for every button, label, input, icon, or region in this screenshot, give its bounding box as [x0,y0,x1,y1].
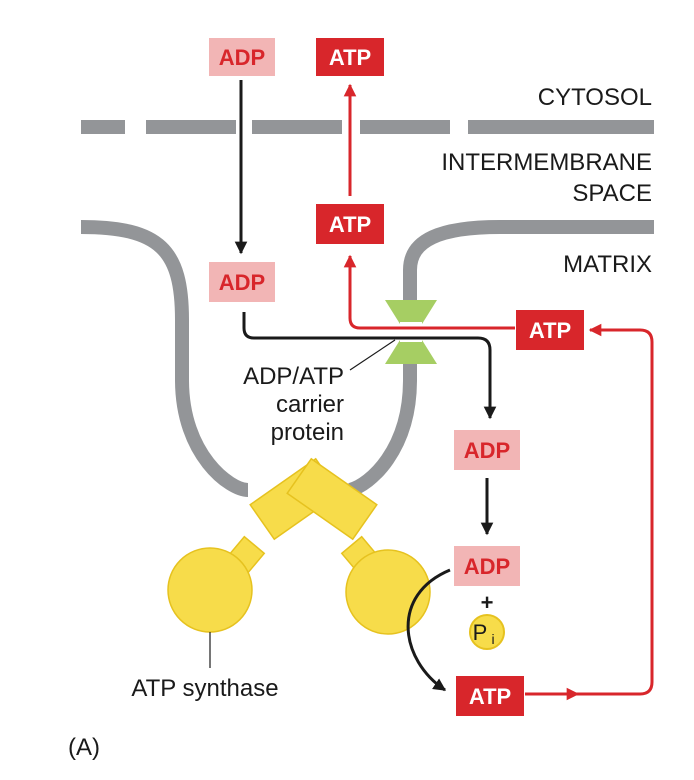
adp-label: ADP [464,554,510,579]
adp-box-cytosol: ADP [209,38,275,76]
region-label-cytosol: CYTOSOL [538,84,652,111]
region-label-intermembrane-1: INTERMEMBRANE [441,149,652,176]
adp-box-matrix: ADP [454,430,520,470]
carrier-label-line2: carrier [276,391,344,418]
atp-label: ATP [329,212,371,237]
atp-box-cytosol: ATP [316,38,384,76]
arrow-atp-through-carrier [343,254,515,330]
adp-label: ADP [464,438,510,463]
adp-box-intermembrane: ADP [209,262,275,302]
atp-label: ATP [529,318,571,343]
pi-sub-label: i [491,631,494,647]
atp-label: ATP [329,45,371,70]
adp-box-synthase-input: ADP [454,546,520,586]
synthase-label: ATP synthase [131,675,278,702]
carrier-label-line3: protein [271,419,344,446]
atp-box-intermembrane: ATP [316,204,384,244]
adp-label: ADP [219,270,265,295]
panel-label: (A) [68,734,100,761]
outer-membrane [81,120,654,134]
adp-atp-carrier-protein [385,300,437,364]
arrow-adp-to-matrix [242,312,497,420]
carrier-leader-line [349,339,396,371]
plus-sign: + [481,590,494,615]
inner-membrane [80,220,654,497]
atp-box-synthase-output: ATP [456,676,524,716]
atp-synthase [167,457,431,635]
atp-label: ATP [469,684,511,709]
carrier-label-line1: ADP/ATP [243,363,344,390]
arrow-atp-recycle [525,323,654,696]
phosphate-circle-icon: P i [469,614,505,650]
pi-main-label: P [473,620,488,645]
region-label-matrix: MATRIX [563,251,652,278]
atp-box-matrix-carrier: ATP [516,310,584,350]
region-label-intermembrane-2: SPACE [572,180,652,207]
arrow-synthesis [406,568,451,692]
adp-label: ADP [219,45,265,70]
